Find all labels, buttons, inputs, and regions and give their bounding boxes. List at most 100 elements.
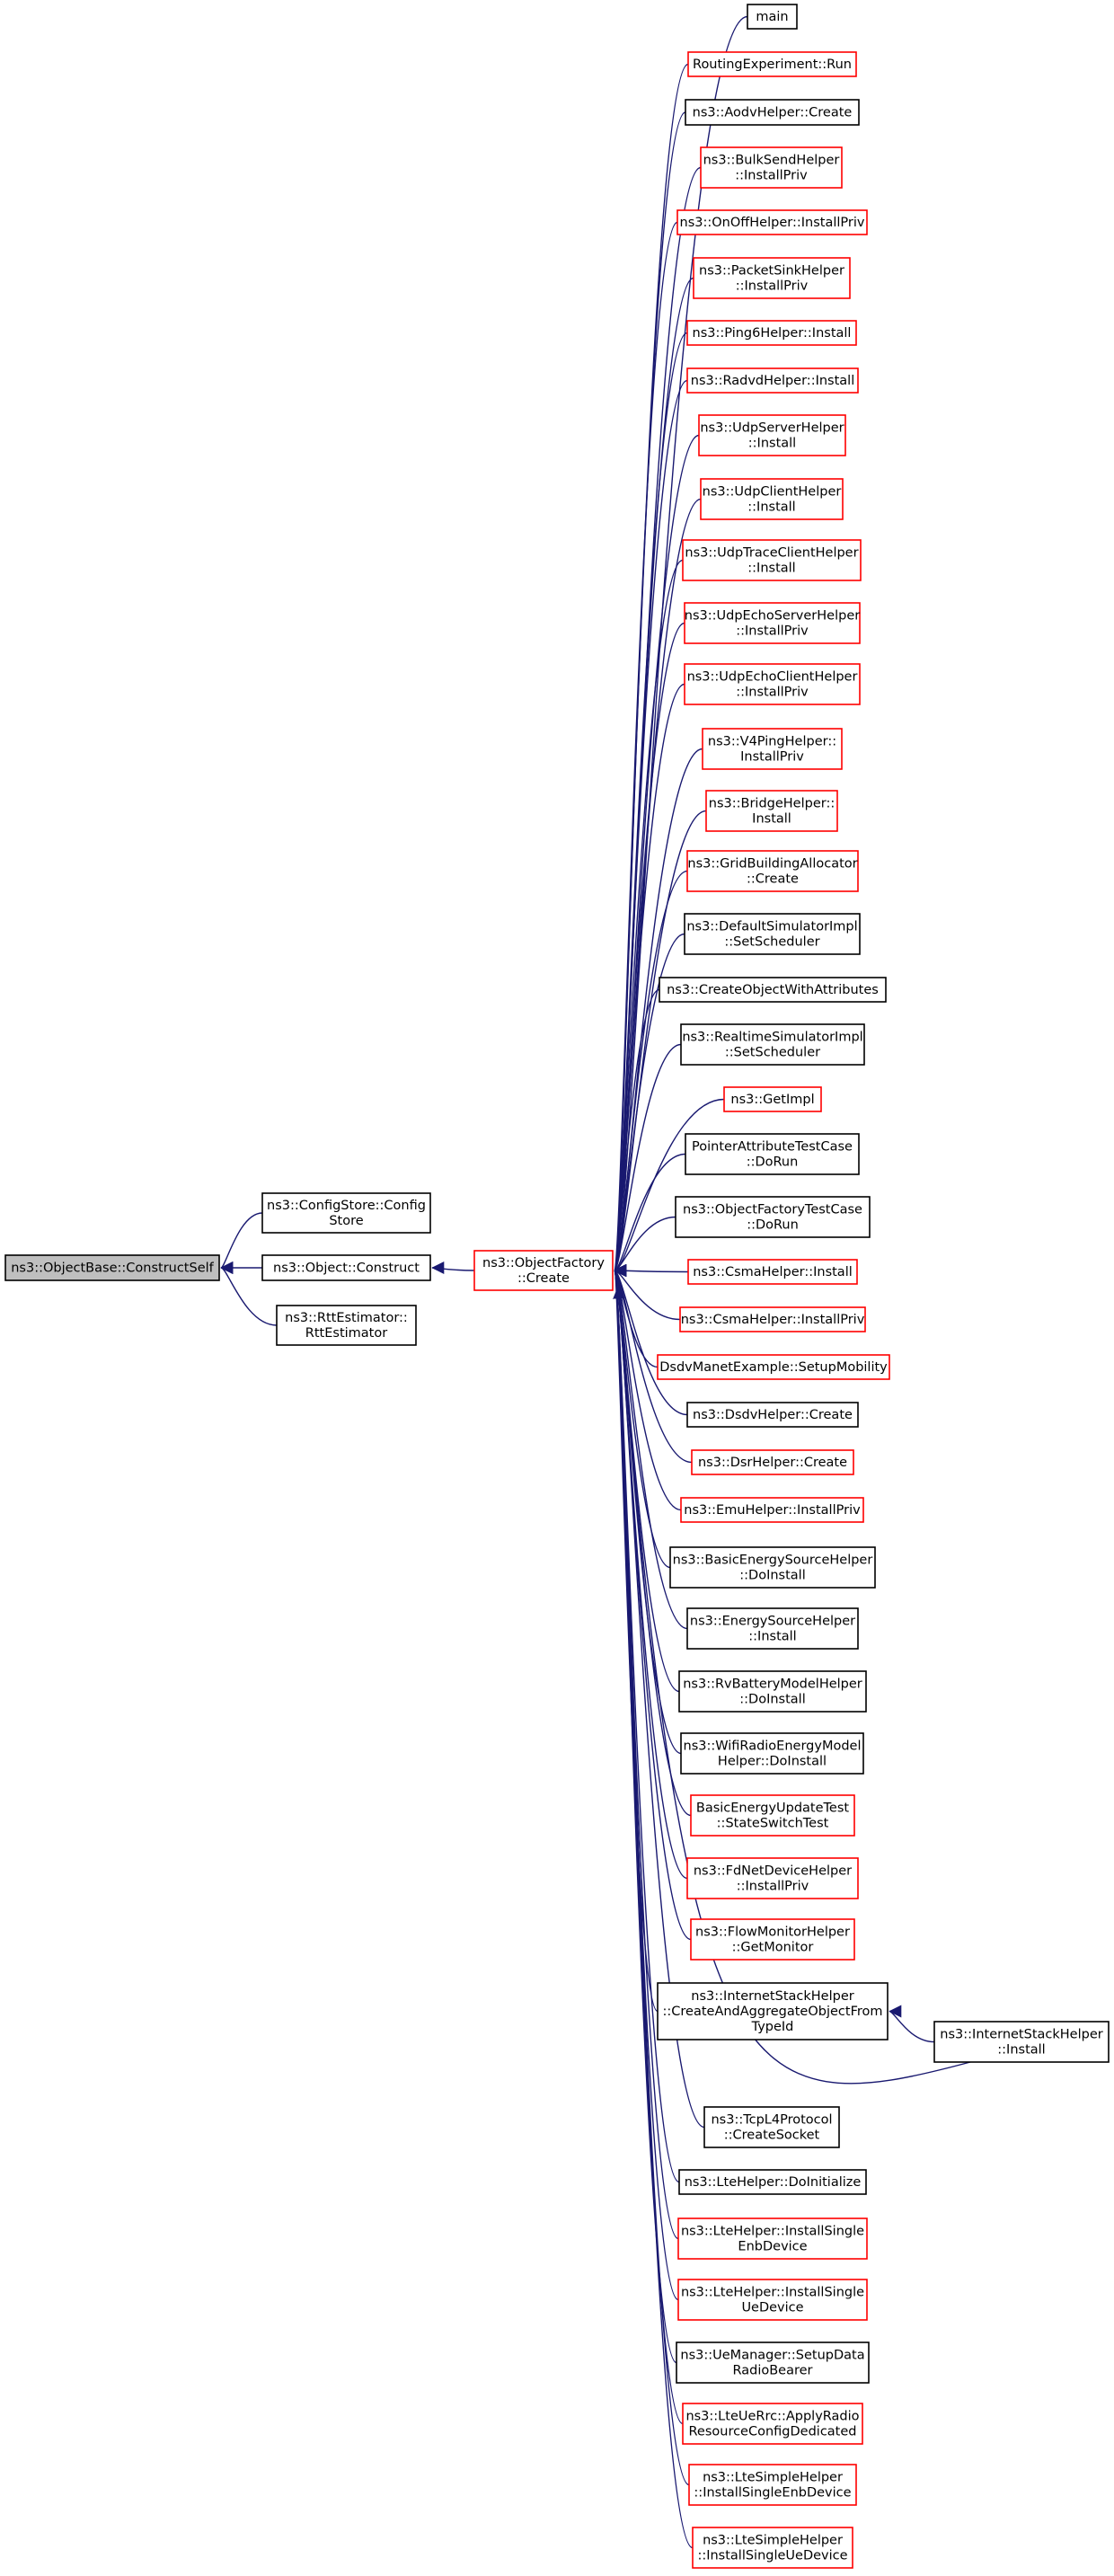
node-box-lte-helper-install-single-enb[interactable] [677, 2217, 868, 2260]
node-box-udp-echo-client-helper[interactable] [684, 663, 861, 705]
node-box-emu-helper[interactable] [680, 1497, 864, 1523]
node-internet-stack-create-aggregate[interactable]: ns3::InternetStackHelper::CreateAndAggre… [657, 1982, 889, 2040]
node-box-lte-simple-helper-enb[interactable] [688, 2464, 857, 2506]
node-box-lte-helper-install-single-ue[interactable] [677, 2279, 868, 2321]
node-v4ping-helper[interactable]: ns3::V4PingHelper::InstallPriv [702, 728, 843, 770]
node-box-lte-helper-do-initialize[interactable] [678, 2169, 867, 2195]
node-emu-helper[interactable]: ns3::EmuHelper::InstallPriv [680, 1497, 864, 1523]
node-object-construct[interactable]: ns3::Object::Construct [261, 1254, 431, 1281]
node-box-v4ping-helper[interactable] [702, 728, 843, 770]
node-pointer-attribute-test-case[interactable]: PointerAttributeTestCase::DoRun [685, 1133, 860, 1175]
node-box-basic-energy-source-helper[interactable] [669, 1546, 876, 1589]
node-dsr-helper-create[interactable]: ns3::DsrHelper::Create [691, 1449, 854, 1475]
node-box-on-off-helper[interactable] [676, 209, 868, 235]
node-csma-helper-install[interactable]: ns3::CsmaHelper::Install [687, 1259, 858, 1285]
node-box-dsdv-helper-create[interactable] [686, 1402, 859, 1428]
node-box-dsr-helper-create[interactable] [691, 1449, 854, 1475]
node-on-off-helper[interactable]: ns3::OnOffHelper::InstallPriv [676, 209, 868, 235]
node-packet-sink-helper[interactable]: ns3::PacketSinkHelper::InstallPriv [693, 257, 851, 299]
node-ping6-helper[interactable]: ns3::Ping6Helper::Install [686, 320, 857, 346]
node-get-impl[interactable]: ns3::GetImpl [723, 1086, 822, 1112]
node-main[interactable]: main [747, 4, 798, 30]
node-realtime-simulator-impl[interactable]: ns3::RealtimeSimulatorImpl::SetScheduler [680, 1023, 865, 1066]
node-radvd-helper[interactable]: ns3::RadvdHelper::Install [686, 367, 859, 394]
node-box-dsdv-manet-example[interactable] [657, 1354, 890, 1380]
node-box-internet-stack-install[interactable] [933, 2021, 1110, 2063]
node-udp-trace-client-helper[interactable]: ns3::UdpTraceClientHelper::Install [682, 539, 862, 581]
node-routing-experiment-run[interactable]: RoutingExperiment::Run [687, 51, 857, 77]
node-aodv-helper-create[interactable]: ns3::AodvHelper::Create [685, 99, 860, 126]
node-flow-monitor-helper[interactable]: ns3::FlowMonitorHelper::GetMonitor [690, 1918, 855, 1961]
node-csma-helper-install-priv[interactable]: ns3::CsmaHelper::InstallPriv [679, 1306, 866, 1332]
node-box-default-simulator-impl[interactable] [684, 913, 861, 955]
node-box-rtt-estimator[interactable] [276, 1305, 417, 1346]
node-wifi-radio-energy-model-helper[interactable]: ns3::WifiRadioEnergyModelHelper::DoInsta… [680, 1732, 864, 1775]
node-udp-echo-server-helper[interactable]: ns3::UdpEchoServerHelper::InstallPriv [684, 602, 861, 644]
node-box-bridge-helper[interactable] [705, 790, 838, 832]
node-dsdv-manet-example[interactable]: DsdvManetExample::SetupMobility [657, 1354, 890, 1380]
node-udp-server-helper[interactable]: ns3::UdpServerHelper::Install [698, 414, 846, 456]
node-udp-client-helper[interactable]: ns3::UdpClientHelper::Install [700, 478, 844, 520]
node-fd-net-device-helper[interactable]: ns3::FdNetDeviceHelper::InstallPriv [686, 1857, 859, 1899]
node-object-factory-test-case[interactable]: ns3::ObjectFactoryTestCase::DoRun [675, 1196, 871, 1238]
node-box-csma-helper-install[interactable] [687, 1259, 858, 1285]
node-box-get-impl[interactable] [723, 1086, 822, 1112]
node-box-main[interactable] [747, 4, 798, 30]
node-grid-building-allocator[interactable]: ns3::GridBuildingAllocator::Create [686, 850, 859, 892]
node-box-basic-energy-update-test[interactable] [690, 1794, 855, 1837]
node-internet-stack-install[interactable]: ns3::InternetStackHelper::Install [933, 2021, 1110, 2063]
node-lte-helper-install-single-ue[interactable]: ns3::LteHelper::InstallSingleUeDevice [677, 2279, 868, 2321]
node-box-energy-source-helper[interactable] [686, 1607, 859, 1650]
node-box-internet-stack-create-aggregate[interactable] [657, 1982, 889, 2040]
node-box-construct-self[interactable] [4, 1254, 220, 1281]
node-lte-helper-install-single-enb[interactable]: ns3::LteHelper::InstallSingleEnbDevice [677, 2217, 868, 2260]
node-box-udp-client-helper[interactable] [700, 478, 844, 520]
node-box-grid-building-allocator[interactable] [686, 850, 859, 892]
node-box-fd-net-device-helper[interactable] [686, 1857, 859, 1899]
node-udp-echo-client-helper[interactable]: ns3::UdpEchoClientHelper::InstallPriv [684, 663, 861, 705]
node-lte-simple-helper-enb[interactable]: ns3::LteSimpleHelper::InstallSingleEnbDe… [688, 2464, 857, 2506]
node-box-packet-sink-helper[interactable] [693, 257, 851, 299]
node-box-csma-helper-install-priv[interactable] [679, 1306, 866, 1332]
node-box-ue-manager[interactable] [676, 2341, 870, 2384]
node-box-pointer-attribute-test-case[interactable] [685, 1133, 860, 1175]
node-box-routing-experiment-run[interactable] [687, 51, 857, 77]
node-box-create-object-with-attributes[interactable] [659, 977, 887, 1003]
node-box-rv-battery-model-helper[interactable] [678, 1670, 867, 1713]
node-box-realtime-simulator-impl[interactable] [680, 1023, 865, 1066]
node-box-radvd-helper[interactable] [686, 367, 859, 394]
node-box-ping6-helper[interactable] [686, 320, 857, 346]
node-config-store[interactable]: ns3::ConfigStore::ConfigStore [261, 1192, 431, 1234]
node-rtt-estimator[interactable]: ns3::RttEstimator::RttEstimator [276, 1305, 417, 1346]
node-lte-simple-helper-ue[interactable]: ns3::LteSimpleHelper::InstallSingleUeDev… [692, 2527, 853, 2569]
node-lte-ue-rrc[interactable]: ns3::LteUeRrc::ApplyRadioResourceConfigD… [682, 2403, 863, 2445]
node-box-lte-ue-rrc[interactable] [682, 2403, 863, 2445]
node-basic-energy-source-helper[interactable]: ns3::BasicEnergySourceHelper::DoInstall [669, 1546, 876, 1589]
node-lte-helper-do-initialize[interactable]: ns3::LteHelper::DoInitialize [678, 2169, 867, 2195]
node-box-bulk-send-helper[interactable] [700, 146, 843, 189]
node-box-object-construct[interactable] [261, 1254, 431, 1281]
node-box-lte-simple-helper-ue[interactable] [692, 2527, 853, 2569]
node-default-simulator-impl[interactable]: ns3::DefaultSimulatorImpl::SetScheduler [684, 913, 861, 955]
node-bridge-helper[interactable]: ns3::BridgeHelper::Install [705, 790, 838, 832]
node-basic-energy-update-test[interactable]: BasicEnergyUpdateTest::StateSwitchTest [690, 1794, 855, 1837]
node-box-aodv-helper-create[interactable] [685, 99, 860, 126]
node-box-udp-trace-client-helper[interactable] [682, 539, 862, 581]
node-construct-self[interactable]: ns3::ObjectBase::ConstructSelf [4, 1254, 220, 1281]
node-box-object-factory-test-case[interactable] [675, 1196, 871, 1238]
node-tcp-l4-protocol[interactable]: ns3::TcpL4Protocol::CreateSocket [703, 2106, 840, 2148]
node-bulk-send-helper[interactable]: ns3::BulkSendHelper::InstallPriv [700, 146, 843, 189]
node-dsdv-helper-create[interactable]: ns3::DsdvHelper::Create [686, 1402, 859, 1428]
node-object-factory-create[interactable]: ns3::ObjectFactory::Create [473, 1250, 614, 1291]
node-energy-source-helper[interactable]: ns3::EnergySourceHelper::Install [686, 1607, 859, 1650]
node-box-udp-echo-server-helper[interactable] [684, 602, 861, 644]
node-box-config-store[interactable] [261, 1192, 431, 1234]
node-box-object-factory-create[interactable] [473, 1250, 614, 1291]
node-box-wifi-radio-energy-model-helper[interactable] [680, 1732, 864, 1775]
node-box-tcp-l4-protocol[interactable] [703, 2106, 840, 2148]
node-box-udp-server-helper[interactable] [698, 414, 846, 456]
node-box-flow-monitor-helper[interactable] [690, 1918, 855, 1961]
node-create-object-with-attributes[interactable]: ns3::CreateObjectWithAttributes [659, 977, 887, 1003]
node-rv-battery-model-helper[interactable]: ns3::RvBatteryModelHelper::DoInstall [678, 1670, 867, 1713]
